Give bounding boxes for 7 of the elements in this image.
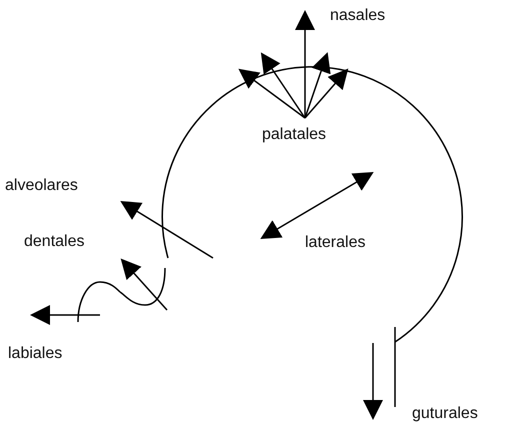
place-label: palatales <box>262 127 326 143</box>
place-label: dentales <box>24 234 84 250</box>
place-label: alveolares <box>5 178 78 194</box>
place-label: nasales <box>330 8 386 24</box>
place-label: laterales <box>305 235 366 251</box>
place-label: guturales <box>412 406 478 422</box>
place-label: labiales <box>8 346 62 362</box>
